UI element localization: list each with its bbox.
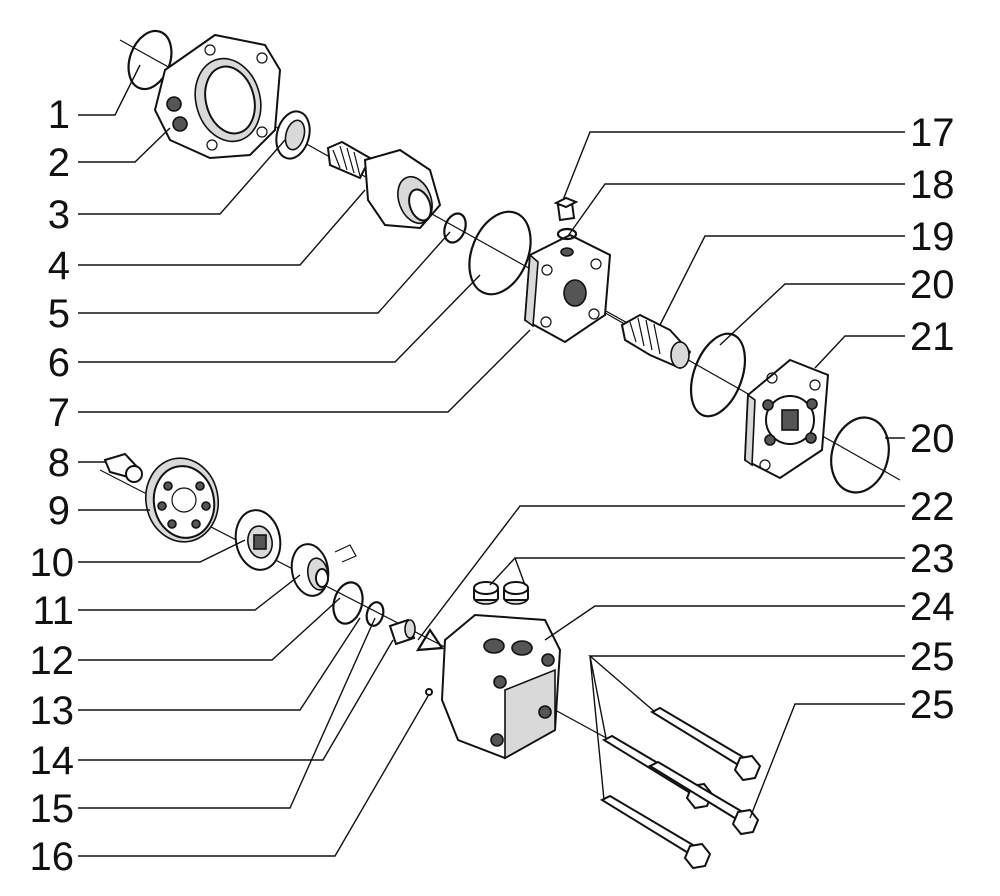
end-cover-part-7	[523, 233, 612, 344]
callout-12: 12	[30, 639, 75, 683]
seal-washer-part-18	[556, 227, 578, 241]
callout-5: 5	[48, 292, 70, 336]
ball-part-16	[425, 688, 433, 696]
callout-25b: 25	[910, 683, 955, 727]
drive-shaft-part-4	[326, 140, 442, 230]
o-ring-part-6	[468, 210, 532, 296]
callout-21: 21	[910, 315, 955, 359]
bolts-part-25	[599, 706, 762, 870]
callout-numbers: 1 2 3 4 5 6 7 8 9 10 11 12 13 14 15 16 1…	[30, 93, 955, 879]
seal-part-15	[415, 627, 444, 652]
callout-20a: 20	[910, 263, 955, 307]
callout-11: 11	[32, 589, 74, 633]
seal-washer-part-18b	[560, 247, 574, 257]
callout-24: 24	[910, 585, 955, 629]
gerotor-set-part-21	[743, 358, 830, 480]
callout-17: 17	[910, 111, 955, 155]
valve-spool-part-11	[290, 543, 357, 597]
shaft-seal-part-3	[275, 110, 311, 160]
valve-sleeve-part-10	[234, 509, 282, 571]
spool-pin-part-8	[103, 452, 143, 483]
bolt-1	[649, 706, 762, 782]
callout-6: 6	[48, 341, 70, 385]
flange-housing-part-2	[153, 33, 282, 160]
o-ring-part-12	[332, 581, 364, 625]
callout-19: 19	[910, 215, 955, 259]
callout-25a: 25	[910, 635, 955, 679]
retaining-ring-part-5	[443, 212, 467, 244]
callout-22: 22	[910, 485, 955, 529]
callout-3: 3	[48, 193, 70, 237]
callout-10: 10	[30, 541, 75, 585]
callout-2: 2	[48, 141, 70, 185]
o-ring-part-20b	[830, 416, 890, 494]
callout-7: 7	[48, 391, 70, 435]
callout-9: 9	[48, 489, 70, 533]
callout-4: 4	[48, 244, 70, 288]
ring-part-13	[365, 601, 385, 627]
valve-housing-part-24	[440, 613, 562, 760]
caps-part-23	[473, 581, 529, 605]
cardan-shaft-part-19	[620, 313, 692, 370]
plug-part-17	[553, 196, 579, 222]
leader-lines	[78, 64, 905, 857]
callout-20b: 20	[910, 417, 955, 461]
o-ring-part-20a	[689, 332, 747, 418]
callout-14: 14	[30, 739, 75, 783]
distributor-plate-part-9	[145, 457, 219, 543]
callout-18: 18	[910, 163, 955, 207]
callout-13: 13	[30, 689, 75, 733]
callout-16: 16	[30, 835, 75, 879]
bushing-part-14	[388, 618, 416, 646]
bolt-3	[647, 760, 760, 836]
bolt-4	[599, 794, 712, 870]
callout-8: 8	[48, 441, 70, 485]
callout-1: 1	[48, 93, 70, 137]
callout-15: 15	[30, 787, 75, 831]
callout-23: 23	[910, 537, 955, 581]
